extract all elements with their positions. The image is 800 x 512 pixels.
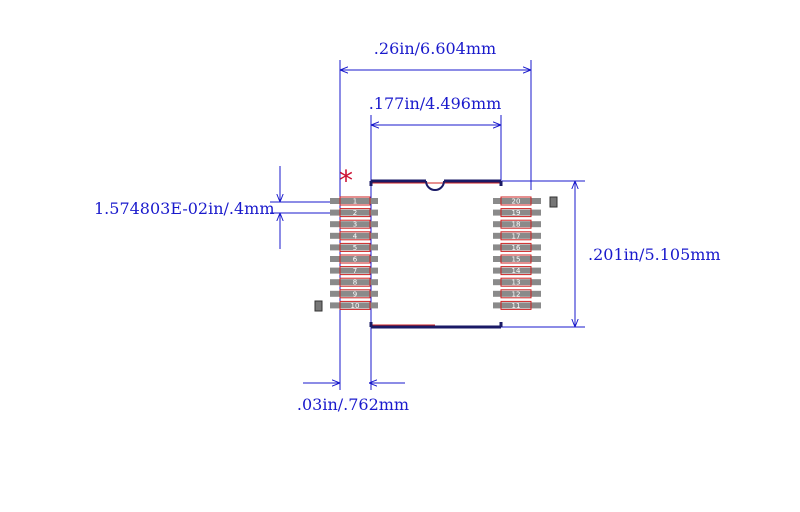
pin-number: 20 xyxy=(512,198,521,206)
pin-number: 10 xyxy=(351,302,360,310)
pin-number: 7 xyxy=(353,267,357,275)
pin-number: 15 xyxy=(512,256,521,264)
pin-6: 6 xyxy=(330,254,378,264)
pin-18: 18 xyxy=(493,219,541,229)
pin-pad xyxy=(330,290,378,297)
pin-lead-outline xyxy=(500,266,532,276)
pin-lead-outline xyxy=(339,242,371,252)
pin-lead-outline xyxy=(339,289,371,299)
pin-number: 9 xyxy=(353,290,357,298)
pin-lead-outline xyxy=(339,196,371,206)
pin-15: 15 xyxy=(493,254,541,264)
pin-number: 16 xyxy=(512,244,521,252)
pin-3: 3 xyxy=(330,219,378,229)
pin-pad xyxy=(493,244,541,251)
pin-1: 1 xyxy=(330,196,378,206)
orientation-marker-right xyxy=(549,196,558,208)
pin-pad xyxy=(330,244,378,251)
pin-pad xyxy=(493,279,541,286)
pin-pad xyxy=(330,232,378,239)
package-body xyxy=(369,179,503,329)
pin-7: 7 xyxy=(330,266,378,276)
pin-pad xyxy=(493,221,541,228)
pin-pitch-dimension: 1.574803E-02in/.4mm xyxy=(94,166,352,249)
pin-number: 2 xyxy=(353,209,357,217)
pin-number: 17 xyxy=(512,232,521,240)
left-pin-row: 1 2 3 4 5 6 7 8 9 10 xyxy=(330,196,378,310)
pin-pad xyxy=(330,279,378,286)
pin-lead-outline xyxy=(339,254,371,264)
pin-17: 17 xyxy=(493,231,541,241)
pin-number: 4 xyxy=(353,232,358,240)
orientation-marker-left xyxy=(314,300,323,312)
pin-lead-outline xyxy=(500,277,532,287)
pin-lead-outline xyxy=(500,196,532,206)
pin-lead-outline xyxy=(500,254,532,264)
pin-pad xyxy=(330,209,378,216)
pin-14: 14 xyxy=(493,266,541,276)
pin-pad xyxy=(330,221,378,228)
pin-number: 13 xyxy=(512,279,521,287)
pin-lead-outline xyxy=(500,289,532,299)
pin-lead-outline xyxy=(339,231,371,241)
pin-number: 6 xyxy=(353,256,358,264)
pin-2: 2 xyxy=(330,208,378,218)
pin-16: 16 xyxy=(493,242,541,252)
pin-pad xyxy=(493,209,541,216)
pin-lead-outline xyxy=(500,219,532,229)
pin-pad xyxy=(330,267,378,274)
pin-pad xyxy=(493,198,541,204)
pin-pad xyxy=(493,256,541,262)
right-pin-row: 20 19 18 17 16 15 14 13 12 11 xyxy=(493,196,541,310)
pin-9: 9 xyxy=(330,289,378,299)
pin-pitch-label: 1.574803E-02in/.4mm xyxy=(94,199,275,218)
pin-10: 10 xyxy=(330,300,378,310)
pin-number: 8 xyxy=(353,279,357,287)
pin-12: 12 xyxy=(493,289,541,299)
pin-lead-outline xyxy=(339,277,371,287)
pin-number: 19 xyxy=(512,209,521,217)
body-width-dimension: .177in/4.496mm xyxy=(369,94,502,390)
pin-8: 8 xyxy=(330,277,378,287)
pin-20: 20 xyxy=(493,196,541,206)
pin1-marker: * xyxy=(339,164,353,197)
pin-number: 5 xyxy=(353,244,357,252)
pin-5: 5 xyxy=(330,242,378,252)
pin-lead-outline xyxy=(500,242,532,252)
pin-lead-outline xyxy=(339,208,371,218)
pin-13: 13 xyxy=(493,277,541,287)
body-width-label: .177in/4.496mm xyxy=(369,94,502,113)
pin-pad xyxy=(330,302,378,309)
pin-lead-outline xyxy=(500,300,532,310)
pad-width-label: .03in/.762mm xyxy=(297,395,409,414)
pin-number: 18 xyxy=(512,221,521,229)
pad-width-dimension: .03in/.762mm xyxy=(297,383,409,414)
pin-pad xyxy=(493,232,541,239)
pin-lead-outline xyxy=(339,219,371,229)
pin-pad xyxy=(330,198,378,204)
pin-number: 3 xyxy=(353,221,357,229)
pin-pad xyxy=(493,290,541,297)
pin-4: 4 xyxy=(330,231,378,241)
pin-number: 11 xyxy=(512,302,521,310)
pin-19: 19 xyxy=(493,208,541,218)
pin-pad xyxy=(493,267,541,274)
body-height-dimension: .201in/5.105mm xyxy=(501,180,721,328)
pin-11: 11 xyxy=(493,300,541,310)
pin-number: 1 xyxy=(353,198,357,206)
pin1-notch xyxy=(425,180,445,191)
pin-number: 12 xyxy=(512,290,521,298)
pin-lead-outline xyxy=(500,231,532,241)
body-height-label: .201in/5.105mm xyxy=(588,245,721,264)
pin-number: 14 xyxy=(512,267,521,275)
overall-width-label: .26in/6.604mm xyxy=(374,39,496,58)
pin-lead-outline xyxy=(500,208,532,218)
pin-lead-outline xyxy=(339,266,371,276)
pin-lead-outline xyxy=(339,300,371,310)
pin-pad xyxy=(493,302,541,309)
pin-pad xyxy=(330,256,378,262)
